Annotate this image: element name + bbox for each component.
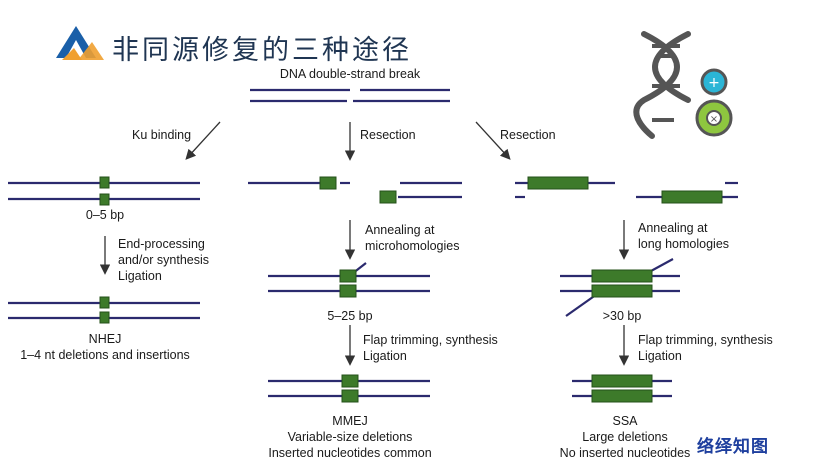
mmej-gap-label: 5–25 bp [327,309,373,323]
page-title: 非同源修复的三种途径 [112,35,412,66]
resection-label-right: Resection [500,128,556,142]
dsb-label: DNA double-strand break [279,67,421,81]
nhej-result: NHEJ 1–4 nt deletions and insertions [0,331,210,363]
ssa-gap-label: >30 bp [602,309,642,323]
nhej-processing-label: End-processing and/or synthesis Ligation [118,237,210,283]
resection-label-middle: Resection [360,128,416,142]
ssa-trimming-label: Flap trimming, synthesis Ligation [638,333,773,363]
dna-gear-icon: + × [630,30,742,142]
mmej-title: MMEJ [332,414,368,428]
nhej-gap-label: 0–5 bp [85,208,125,222]
long-homology-label: Annealing at long homologies [638,221,730,251]
svg-text:×: × [710,114,718,125]
microhomology-label: Annealing at microhomologies [365,223,460,253]
nhej-title: NHEJ [88,332,122,346]
logo-icon [52,20,108,64]
mmej-trimming-label: Flap trimming, synthesis Ligation [363,333,498,363]
ku-binding-label: Ku binding [132,128,192,142]
ssa-result: SSA Large deletions No inserted nucleoti… [540,413,710,461]
svg-text:+: + [708,75,720,91]
mmej-result: MMEJ Variable-size deletions Inserted nu… [250,413,450,461]
ssa-title: SSA [612,414,638,428]
watermark: 络绎知图 [697,437,769,457]
